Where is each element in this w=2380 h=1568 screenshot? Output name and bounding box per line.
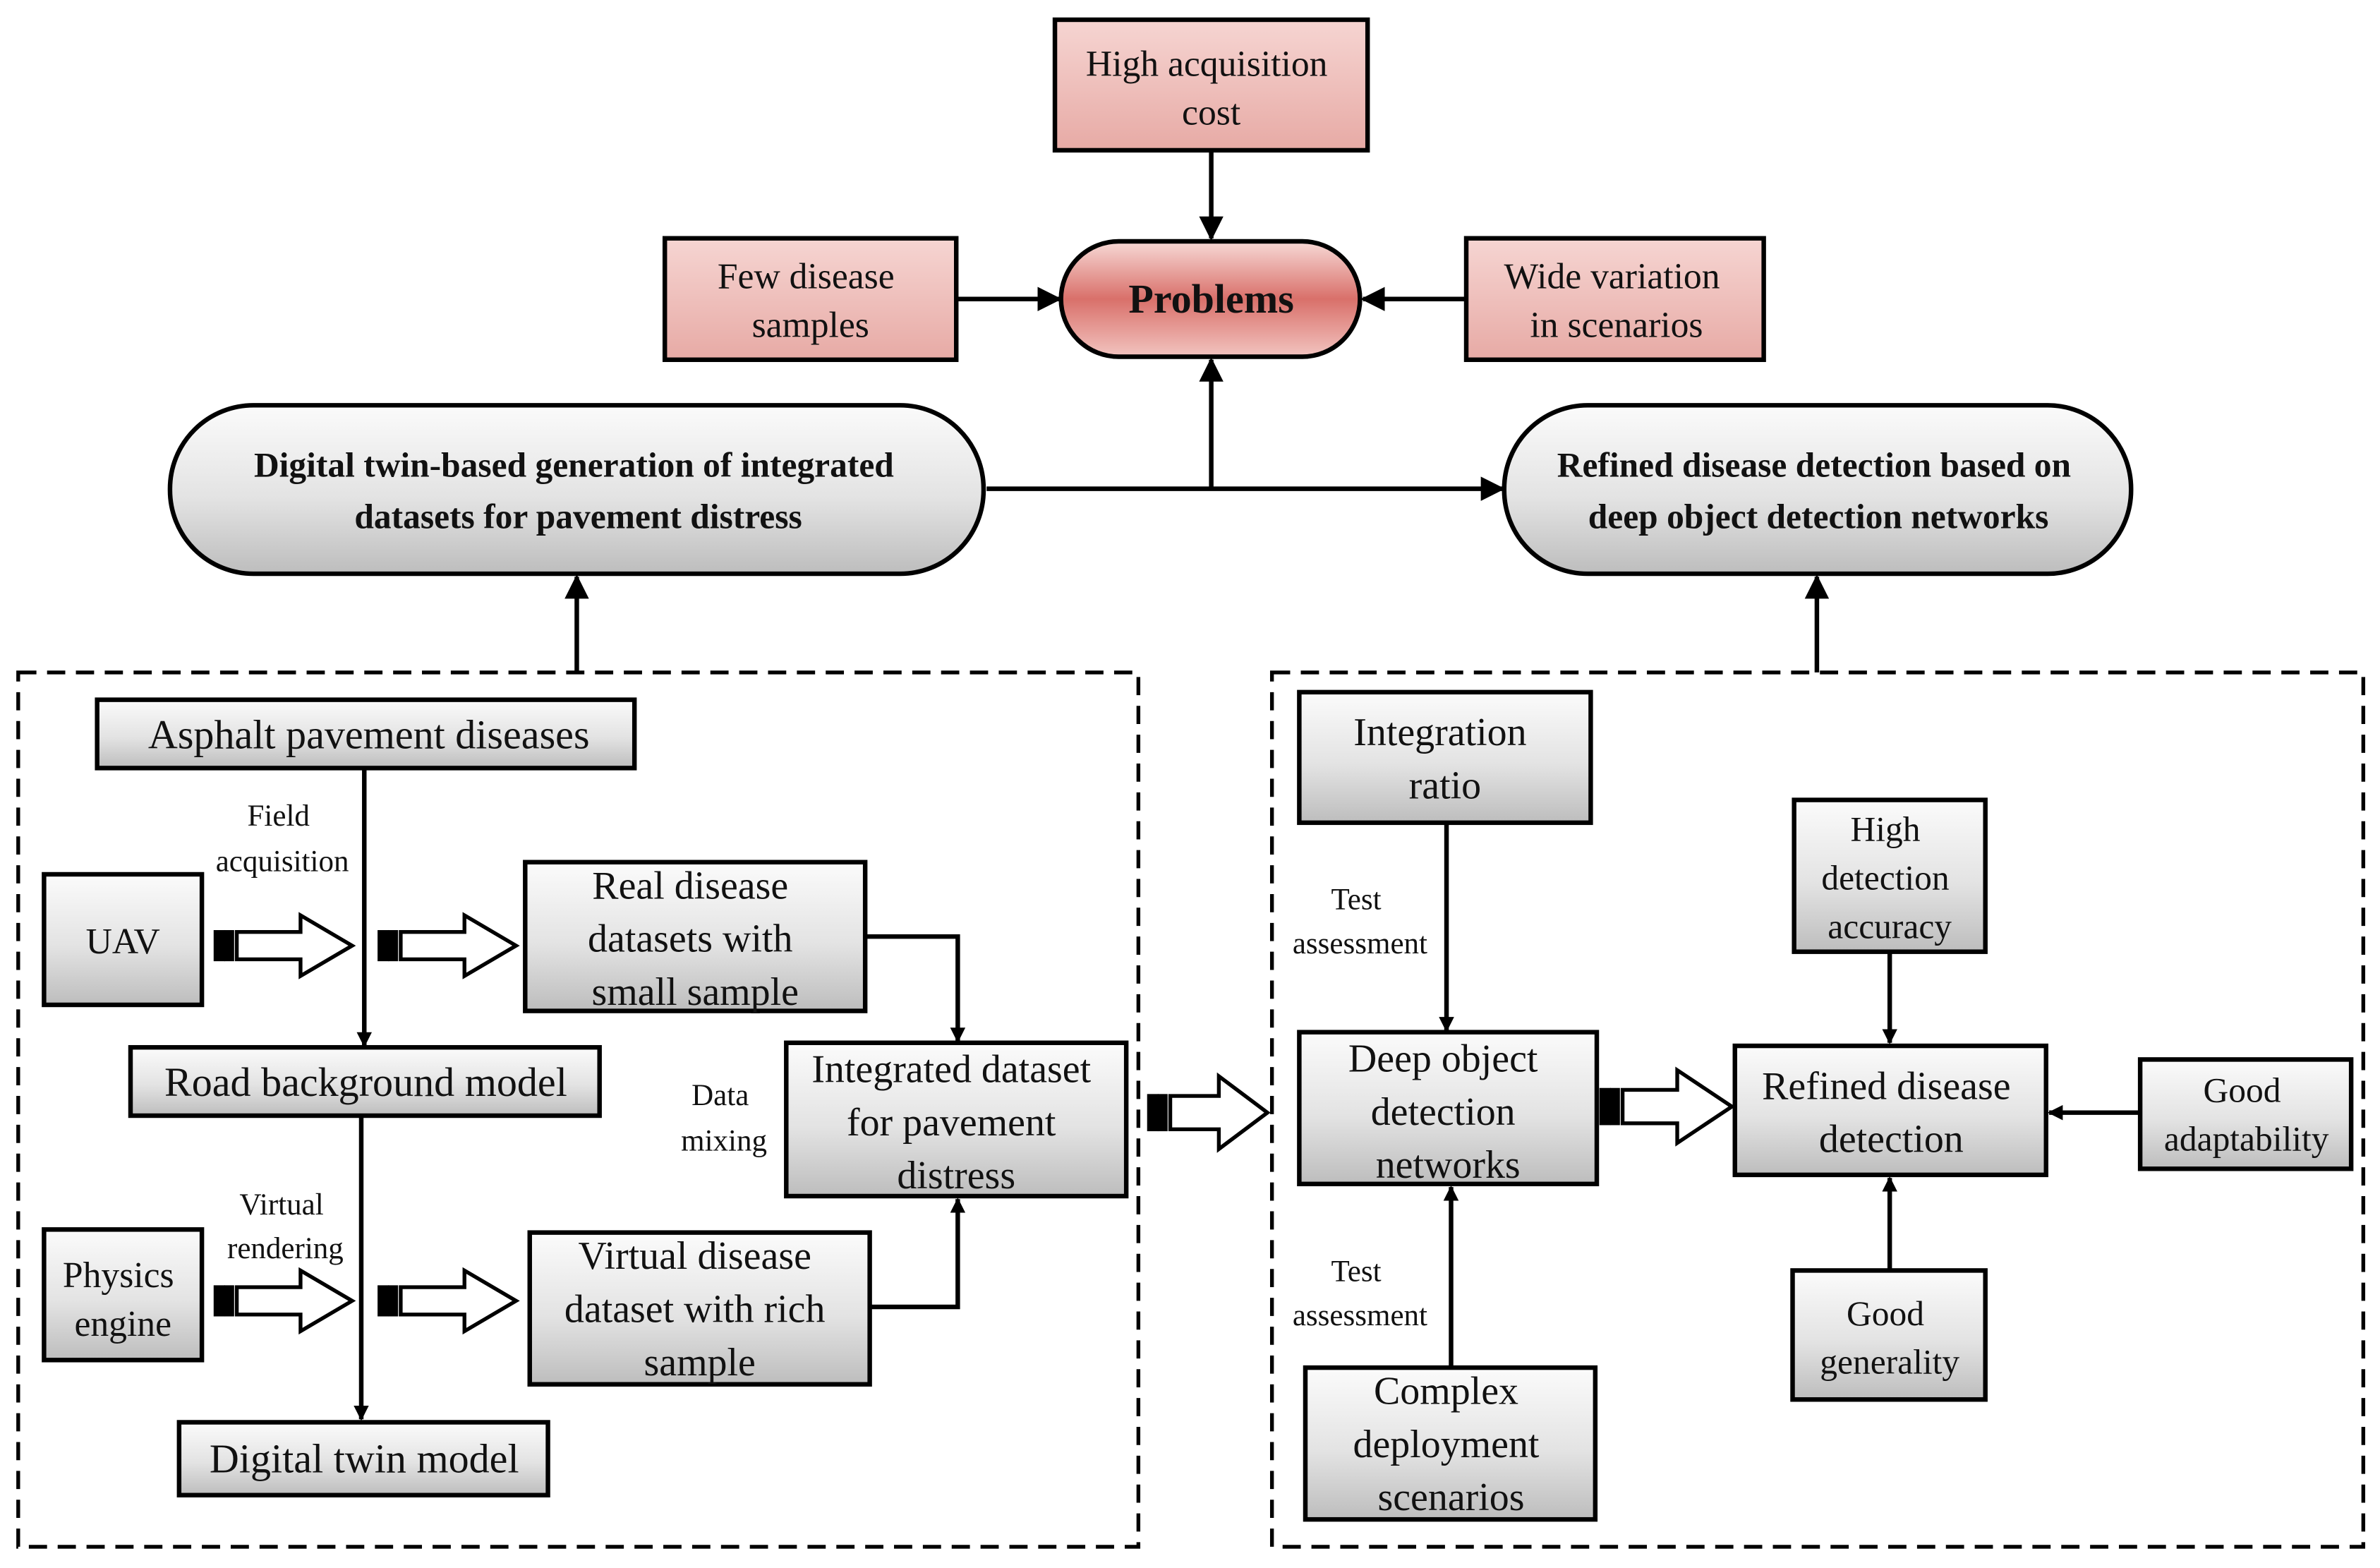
problems-label: Problems bbox=[1128, 276, 1293, 322]
hollow-arrow-to-right-panel bbox=[1147, 1072, 1271, 1153]
integrated-dataset-label: Integrated dataset for pavement distress bbox=[811, 1048, 1101, 1198]
test-assessment-lower-label: Test assessment bbox=[1293, 1255, 1427, 1332]
physics-engine-label: Physics engine bbox=[63, 1255, 183, 1344]
uav-box: UAV bbox=[42, 872, 205, 1008]
integrated-dataset-box: Integrated dataset for pavement distress bbox=[784, 1040, 1129, 1199]
detection-method-capsule: Refined disease detection based on deep … bbox=[1502, 403, 2134, 577]
problem-variation-box: Wide variation in scenarios bbox=[1463, 236, 1766, 363]
arrow-real-to-integrated bbox=[866, 934, 966, 1043]
hollow-arrow-physics bbox=[213, 1267, 356, 1335]
problems-capsule: Problems bbox=[1058, 239, 1363, 359]
hollow-arrow-uav bbox=[213, 912, 356, 979]
problem-cost-label: High acquisition cost bbox=[1086, 44, 1337, 133]
good-adaptability-box: Good adaptability bbox=[2137, 1057, 2354, 1171]
connectors bbox=[354, 152, 2141, 1421]
real-dataset-label: Real disease datasets with small sample bbox=[588, 864, 802, 1014]
high-accuracy-label: High detection accuracy bbox=[1821, 810, 1958, 946]
problem-samples-label: Few disease samples bbox=[718, 257, 904, 346]
integration-ratio-box: Integration ratio bbox=[1297, 689, 1593, 826]
field-acquisition-label: Field acquisition bbox=[216, 800, 349, 879]
road-background-box: Road background model bbox=[128, 1044, 602, 1118]
real-dataset-box: Real disease datasets with small sample bbox=[523, 860, 868, 1014]
hollow-arrows bbox=[213, 912, 1736, 1335]
detection-method-label: Refined disease detection based on deep … bbox=[1557, 445, 2080, 536]
asphalt-diseases-box: Asphalt pavement diseases bbox=[95, 697, 637, 771]
deep-networks-label: Deep object detection networks bbox=[1348, 1037, 1548, 1188]
digital-twin-label: Digital twin model bbox=[210, 1435, 519, 1481]
refined-detection-box: Refined disease detection bbox=[1732, 1043, 2048, 1178]
physics-engine-box: Physics engine bbox=[42, 1227, 205, 1363]
integration-ratio-label: Integration ratio bbox=[1353, 711, 1536, 807]
data-mixing-label: Data mixing bbox=[681, 1079, 767, 1158]
good-generality-box: Good generality bbox=[1790, 1268, 1988, 1402]
deep-networks-box: Deep object detection networks bbox=[1297, 1030, 1600, 1188]
uav-label: UAV bbox=[86, 922, 160, 962]
right-dashed-panel bbox=[1269, 670, 2366, 1549]
complex-scenarios-box: Complex deployment scenarios bbox=[1303, 1365, 1598, 1522]
hollow-arrow-deep-to-refined bbox=[1599, 1066, 1736, 1147]
problem-samples-box: Few disease samples bbox=[662, 236, 959, 363]
hollow-arrow-to-virtual bbox=[377, 1267, 520, 1335]
refined-detection-label: Refined disease detection bbox=[1762, 1064, 2020, 1161]
problem-variation-label: Wide variation in scenarios bbox=[1504, 257, 1729, 346]
asphalt-diseases-label: Asphalt pavement diseases bbox=[148, 711, 590, 757]
hollow-arrow-to-real bbox=[377, 912, 520, 979]
virtual-rendering-label: Virtual rendering bbox=[227, 1188, 344, 1265]
good-adaptability-label: Good adaptability bbox=[2164, 1071, 2329, 1159]
digital-twin-box: Digital twin model bbox=[176, 1420, 550, 1497]
generation-method-label: Digital twin-based generation of integra… bbox=[254, 445, 902, 536]
road-background-label: Road background model bbox=[164, 1059, 567, 1105]
virtual-dataset-label: Virtual disease dataset with rich sample bbox=[564, 1234, 835, 1385]
test-assessment-upper-label: Test assessment bbox=[1293, 883, 1427, 960]
generation-method-capsule: Digital twin-based generation of integra… bbox=[167, 403, 986, 577]
left-dashed-panel bbox=[16, 670, 1141, 1549]
arrow-virtual-to-integrated bbox=[869, 1198, 966, 1310]
virtual-dataset-box: Virtual disease dataset with rich sample bbox=[527, 1230, 872, 1387]
problem-cost-box: High acquisition cost bbox=[1052, 17, 1370, 153]
high-accuracy-box: High detection accuracy bbox=[1792, 797, 1988, 954]
good-generality-label: Good generality bbox=[1820, 1294, 1959, 1382]
complex-scenarios-label: Complex deployment scenarios bbox=[1353, 1370, 1550, 1520]
